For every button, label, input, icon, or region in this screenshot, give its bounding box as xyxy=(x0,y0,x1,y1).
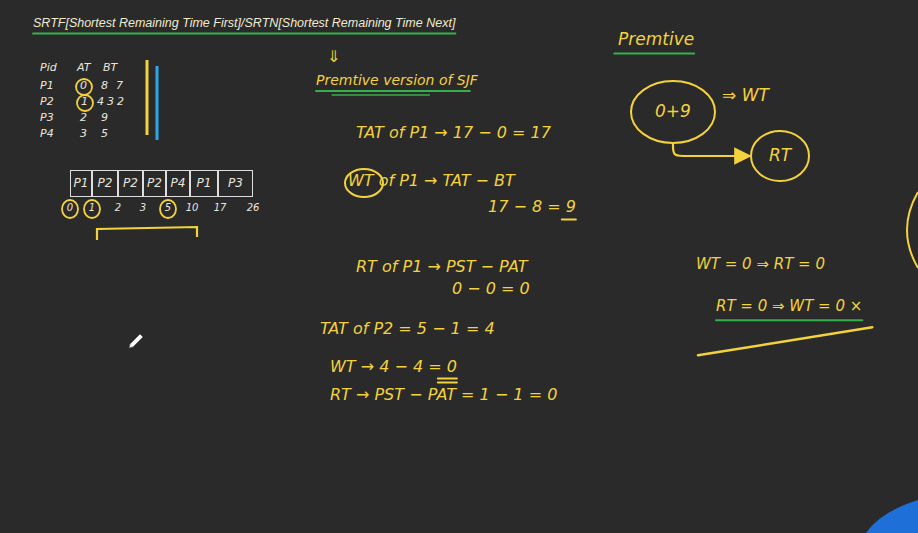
interval-bracket xyxy=(97,227,197,240)
table-cell: 2 xyxy=(80,112,87,125)
time-mark: 10 xyxy=(186,202,199,214)
table-cell: 3 xyxy=(107,96,114,109)
underline xyxy=(562,218,576,220)
process-name: P4 xyxy=(171,177,186,191)
underline xyxy=(438,377,457,379)
formula: WT → 4 − 4 = 0 xyxy=(330,358,457,376)
process-name: P2 xyxy=(123,177,138,191)
highlight-circle xyxy=(77,95,93,111)
process-name: P1 xyxy=(74,177,89,191)
note-text: RT xyxy=(769,146,791,166)
table-cell: 2 xyxy=(117,96,124,109)
arrow-symbol: ⇓ xyxy=(327,48,340,66)
gantt-cell: P3 xyxy=(218,170,253,197)
formula: RT of P1 → PST − PAT xyxy=(356,258,527,276)
edge-arc xyxy=(907,192,918,268)
table-cell: P2 xyxy=(40,96,54,109)
arrow-connector xyxy=(673,144,750,156)
time-mark: 3 xyxy=(140,202,146,214)
divider-line xyxy=(156,66,159,140)
table-cell: P4 xyxy=(40,128,54,141)
formula: RT → PST − PAT = 1 − 1 = 0 xyxy=(330,386,557,404)
circled-note: RT xyxy=(750,130,810,182)
underline xyxy=(614,53,694,55)
table-cell: 8 xyxy=(101,80,108,93)
table-cell: P3 xyxy=(40,112,54,125)
table-header: BT xyxy=(103,62,117,75)
gantt-cell: P2 xyxy=(118,170,143,197)
table-cell: P1 xyxy=(40,80,54,93)
gantt-cell: P1 xyxy=(190,170,218,197)
highlight-circle xyxy=(84,200,100,218)
time-mark: 17 xyxy=(214,202,227,214)
circled-note: 0+9 xyxy=(630,80,716,144)
gantt-cell: P2 xyxy=(92,170,118,197)
highlight-circle xyxy=(62,200,78,218)
annotation: ⇒ WT xyxy=(722,86,769,106)
table-cell: 1 xyxy=(81,96,88,109)
underline xyxy=(316,90,470,92)
table-header: Pid xyxy=(40,62,57,75)
underline xyxy=(332,94,429,96)
presenter-shirt xyxy=(866,500,918,533)
note-text: 0+9 xyxy=(655,102,691,122)
time-mark: 1 xyxy=(89,202,95,214)
underline xyxy=(716,319,862,321)
emphasis-stroke xyxy=(698,327,872,355)
highlight-circle xyxy=(160,200,176,218)
time-mark: 26 xyxy=(247,202,260,214)
underline xyxy=(33,32,455,34)
formula: TAT of P2 = 5 − 1 = 4 xyxy=(320,320,495,338)
table-cell: 5 xyxy=(101,128,108,141)
gantt-cell: P4 xyxy=(166,170,190,197)
divider-line xyxy=(146,60,149,135)
formula: 0 − 0 = 0 xyxy=(452,280,530,298)
time-mark: 0 xyxy=(67,202,73,214)
formula: TAT of P1 → 17 − 0 = 17 xyxy=(356,124,551,142)
circle-outline xyxy=(751,131,809,181)
table-header: AT xyxy=(77,62,90,75)
table-cell: 3 xyxy=(80,128,87,141)
formula: WT of P1 → TAT − BT xyxy=(348,172,515,190)
pencil-cursor xyxy=(129,334,143,348)
annotation: Premtive xyxy=(618,30,694,50)
formula: 17 − 8 = 9 xyxy=(488,198,576,216)
table-cell: 9 xyxy=(101,112,108,125)
process-name: P2 xyxy=(98,177,113,191)
annotation: RT = 0 ⇒ WT = 0 × xyxy=(716,298,862,315)
highlight-circle xyxy=(76,79,92,95)
gantt-cell: P2 xyxy=(143,170,166,197)
time-mark: 2 xyxy=(115,202,121,214)
annotation: Premtive version of SJF xyxy=(316,72,478,88)
time-mark: 5 xyxy=(165,202,171,214)
table-cell: 7 xyxy=(116,80,123,93)
heading: SRTF[Shortest Remaining Time First]/SRTN… xyxy=(33,16,455,30)
process-name: P2 xyxy=(147,177,162,191)
process-name: P3 xyxy=(228,177,243,191)
annotation: WT = 0 ⇒ RT = 0 xyxy=(696,256,825,273)
table-cell: 0 xyxy=(80,80,87,93)
underline xyxy=(438,381,457,383)
circle-outline xyxy=(631,81,715,143)
table-cell: 4 xyxy=(97,96,104,109)
gantt-cell: P1 xyxy=(70,170,92,197)
process-name: P1 xyxy=(197,177,212,191)
